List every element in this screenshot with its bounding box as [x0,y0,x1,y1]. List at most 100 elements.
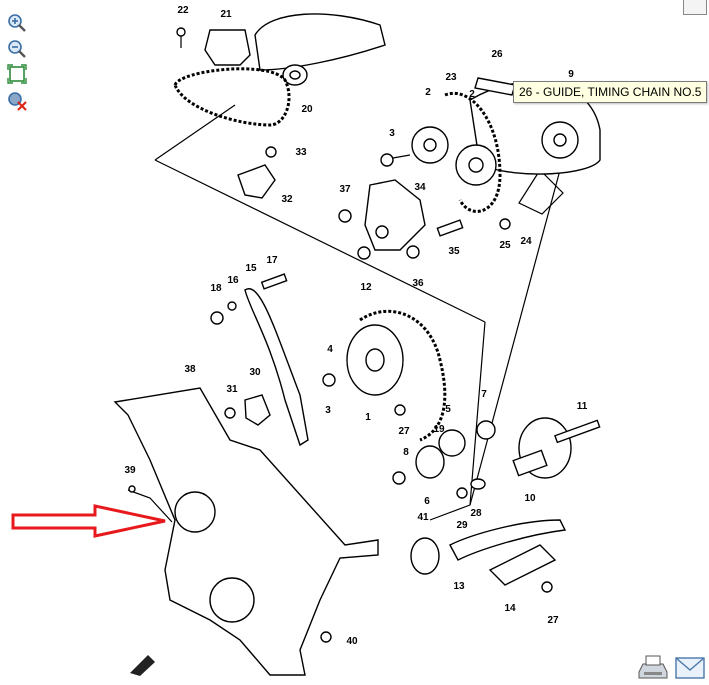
sprocket-2b-hub [468,157,484,173]
callout-37[interactable]: 37 [339,184,351,195]
nut-36 [406,245,420,259]
bolt-22 [176,27,186,37]
tensioner-14 [488,544,557,586]
zoom-out-icon[interactable] [6,38,28,60]
callout-11[interactable]: 11 [577,401,588,412]
bolt-27b [541,581,553,593]
callout-14[interactable]: 14 [504,603,516,614]
chain-guide-15 [244,288,309,447]
bolt-33 [265,146,277,158]
callout-35[interactable]: 35 [448,246,460,257]
guide-13 [449,519,567,561]
timing-chain-20 [173,67,291,127]
callout-6[interactable]: 6 [424,496,430,507]
callout-4[interactable]: 4 [327,344,333,355]
bolt-40 [320,631,332,643]
callout-15[interactable]: 15 [245,263,257,274]
bolt-17 [260,273,288,290]
callout-41[interactable]: 41 [417,512,429,523]
callout-21[interactable]: 21 [220,9,232,20]
sprocket-19 [438,429,466,457]
callout-25[interactable]: 25 [499,240,511,251]
callout-10[interactable]: 10 [524,493,536,504]
callout-40[interactable]: 40 [346,636,358,647]
outline-line [429,321,486,521]
bolt-29 [456,487,468,499]
outline-line [469,169,561,506]
timing-cover-38 [113,387,379,676]
part-tooltip: 26 - GUIDE, TIMING CHAIN NO.5 [513,81,708,103]
email-icon[interactable] [675,657,705,679]
callout-27[interactable]: 27 [398,426,410,437]
sprocket-1-hub [365,348,385,372]
callout-28[interactable]: 28 [470,508,482,519]
pointer-arrow [11,504,166,538]
callout-7[interactable]: 7 [481,389,487,400]
callout-33[interactable]: 33 [295,147,307,158]
guide-26 [474,77,516,96]
sprocket-2a-hub [423,138,437,152]
callout-2[interactable]: 2 [469,89,475,100]
callout-34[interactable]: 34 [414,182,426,193]
cover-seal-bore [209,577,255,623]
washer-16 [227,301,237,311]
chain-tensioner-32 [237,164,276,199]
callout-13[interactable]: 13 [453,581,465,592]
callout-39[interactable]: 39 [124,465,136,476]
bolt-27a [394,404,406,416]
callout-18[interactable]: 18 [210,283,222,294]
print-icon[interactable] [637,654,669,680]
zoom-reset-icon[interactable] [6,90,28,112]
washer-28 [470,478,486,490]
callout-19[interactable]: 19 [433,424,445,435]
callout-20[interactable]: 20 [301,104,313,115]
callout-2[interactable]: 2 [425,87,431,98]
callout-16[interactable]: 16 [227,275,239,286]
outline-line [154,104,236,161]
callout-3[interactable]: 3 [389,128,395,139]
callout-3[interactable]: 3 [325,405,331,416]
camshaft-upper [254,13,386,71]
callout-26[interactable]: 26 [491,49,503,60]
bolt-25 [499,218,511,230]
fit-window-icon[interactable] [6,63,28,85]
spacer-6 [415,445,445,479]
zoom-in-icon[interactable] [6,12,28,34]
bracket-30 [244,394,271,426]
leader-39 [127,489,173,523]
cover-boss [174,491,216,533]
callout-36[interactable]: 36 [412,278,424,289]
guide-24 [518,169,564,215]
bolt-11 [554,419,601,444]
callout-32[interactable]: 32 [281,194,293,205]
callout-38[interactable]: 38 [184,364,196,375]
callout-30[interactable]: 30 [249,367,261,378]
callout-23[interactable]: 23 [445,72,457,83]
front-direction-icon [130,655,155,676]
bolt-8 [392,471,406,485]
callout-17[interactable]: 17 [266,255,278,266]
callout-29[interactable]: 29 [456,520,468,531]
callout-1[interactable]: 1 [365,412,371,423]
stud-35 [436,219,464,237]
callout-24[interactable]: 24 [520,236,532,247]
bolt-3a [380,153,394,167]
outline-line [154,159,486,323]
callout-31[interactable]: 31 [226,384,238,395]
shaft-10 [512,449,548,477]
callout-9[interactable]: 9 [568,69,574,80]
callout-12[interactable]: 12 [360,282,372,293]
callout-22[interactable]: 22 [177,5,189,16]
bolt-3b [322,373,336,387]
pin-39 [128,485,136,493]
callout-8[interactable]: 8 [403,447,409,458]
seal-41 [410,537,440,575]
washer-7 [476,420,496,440]
callout-27[interactable]: 27 [547,615,559,626]
bolt-18 [210,311,224,325]
tensioner-bore [375,225,389,239]
callout-5[interactable]: 5 [445,404,451,415]
bolt-31 [224,407,236,419]
